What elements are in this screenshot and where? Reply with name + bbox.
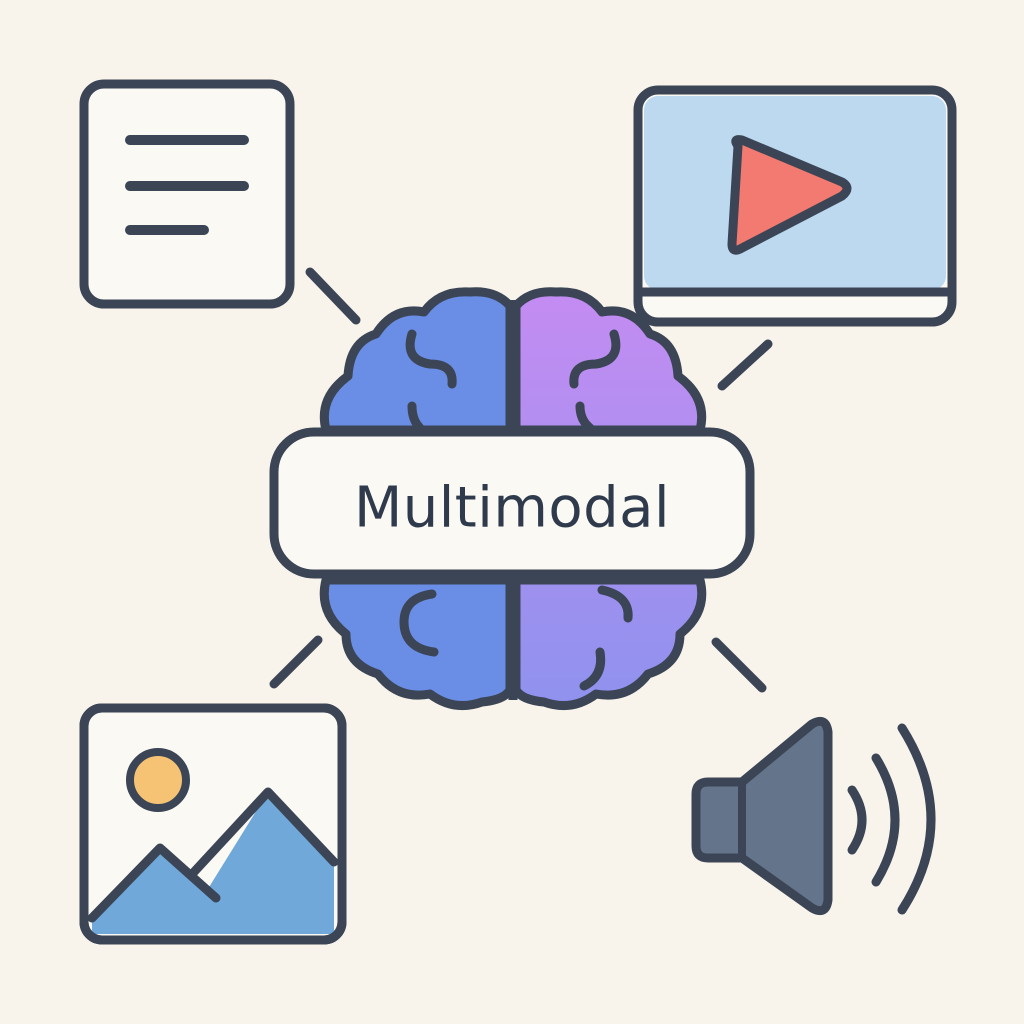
image-landscape-icon <box>79 703 347 945</box>
sun-icon <box>126 748 190 812</box>
brain-left-hemisphere <box>319 287 515 711</box>
sound-wave-small <box>847 785 867 855</box>
speaker-audio-icon <box>691 716 936 916</box>
center-label-pill <box>269 427 755 579</box>
connector-video <box>717 339 773 391</box>
brain-right-hemisphere <box>511 287 707 711</box>
document-text-icon <box>79 79 295 309</box>
connector-image <box>269 635 323 689</box>
video-player-icon <box>633 85 957 327</box>
sound-wave-large <box>897 723 936 915</box>
sound-wave-medium <box>871 753 900 887</box>
connector-text <box>305 267 361 325</box>
connector-lines <box>269 267 773 693</box>
brain-icon <box>269 287 755 711</box>
connector-audio <box>711 637 767 693</box>
play-icon <box>727 135 852 255</box>
